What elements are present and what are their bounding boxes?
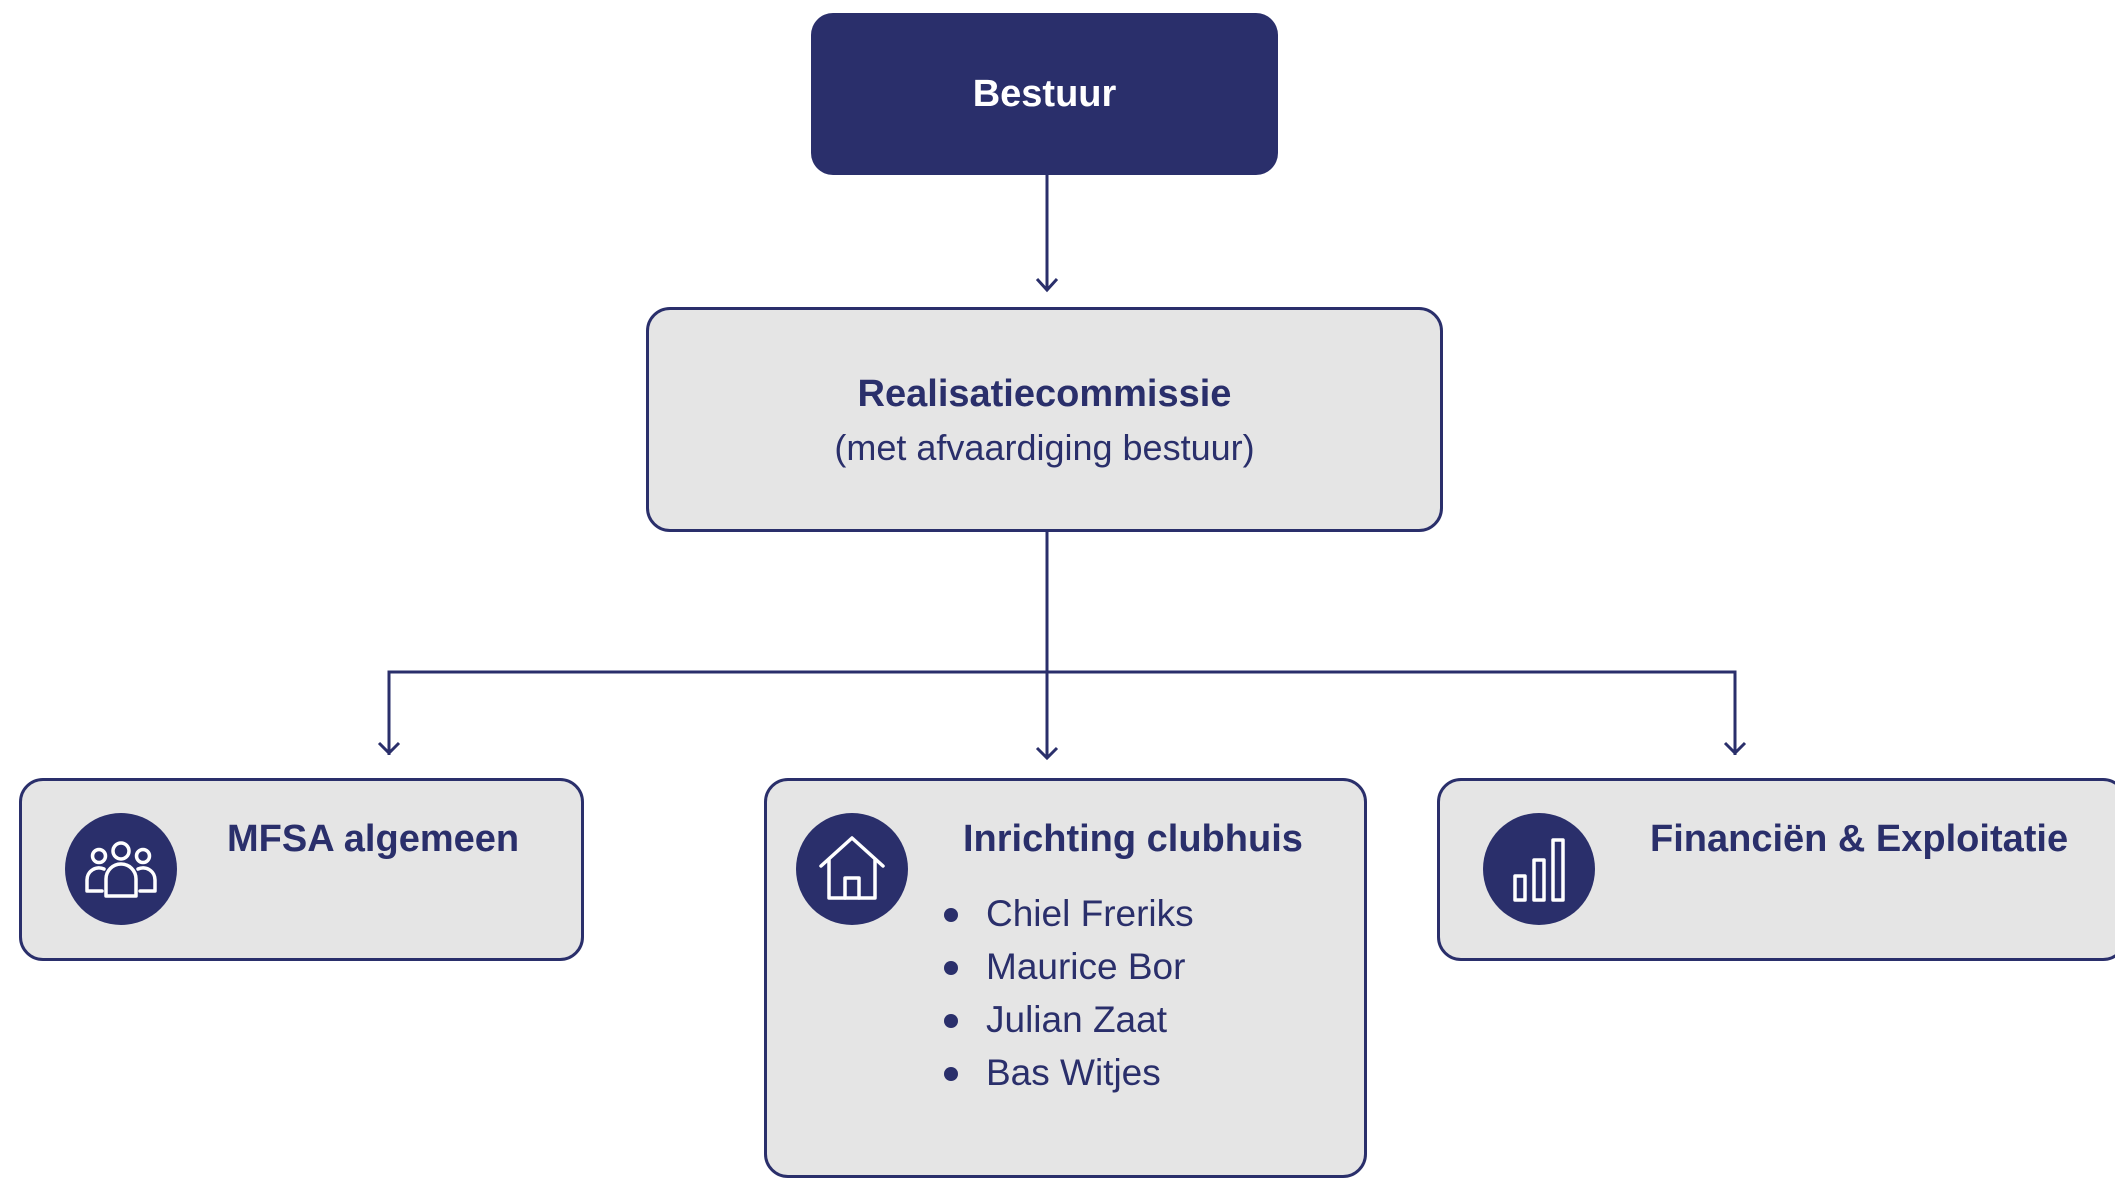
list-item: Bas Witjes xyxy=(944,1046,1194,1099)
member-name: Julian Zaat xyxy=(986,999,1167,1040)
node-realisatiecommissie: Realisatiecommissie (met afvaardiging be… xyxy=(646,307,1443,532)
list-item: Julian Zaat xyxy=(944,993,1194,1046)
bar-chart-icon xyxy=(1483,813,1595,925)
arrowhead-inrichting xyxy=(1035,746,1059,761)
list-item: Chiel Freriks xyxy=(944,887,1194,940)
people-group-icon xyxy=(65,813,177,925)
list-item: Maurice Bor xyxy=(944,940,1194,993)
arrowhead-financien xyxy=(1723,741,1747,756)
node-realisatiecommissie-subtitle: (met afvaardiging bestuur) xyxy=(834,426,1255,468)
connector-horizontal-branch xyxy=(387,670,1737,755)
node-financien-exploitatie: Financiën & Exploitatie xyxy=(1437,778,2115,961)
bullet xyxy=(944,908,958,922)
node-inrichting-clubhuis-title: Inrichting clubhuis xyxy=(963,818,1303,860)
node-mfsa-algemeen: MFSA algemeen xyxy=(19,778,584,961)
bullet xyxy=(944,1014,958,1028)
house-icon xyxy=(796,813,908,925)
bullet xyxy=(944,1067,958,1081)
node-bestuur-title: Bestuur xyxy=(972,72,1117,115)
node-financien-exploitatie-title: Financiën & Exploitatie xyxy=(1650,818,2069,860)
node-inrichting-clubhuis: Inrichting clubhuis Chiel Freriks Mauric… xyxy=(764,778,1367,1178)
member-list: Chiel Freriks Maurice Bor Julian Zaat Ba… xyxy=(944,887,1194,1099)
arrowhead-mfsa xyxy=(377,741,401,756)
bullet xyxy=(944,961,958,975)
member-name: Maurice Bor xyxy=(986,946,1186,987)
member-name: Chiel Freriks xyxy=(986,893,1194,934)
member-name: Bas Witjes xyxy=(986,1052,1161,1093)
node-mfsa-algemeen-title: MFSA algemeen xyxy=(227,818,520,860)
node-bestuur: Bestuur xyxy=(811,13,1278,175)
arrowhead-commissie xyxy=(1035,277,1059,293)
node-realisatiecommissie-title: Realisatiecommissie xyxy=(857,372,1232,415)
